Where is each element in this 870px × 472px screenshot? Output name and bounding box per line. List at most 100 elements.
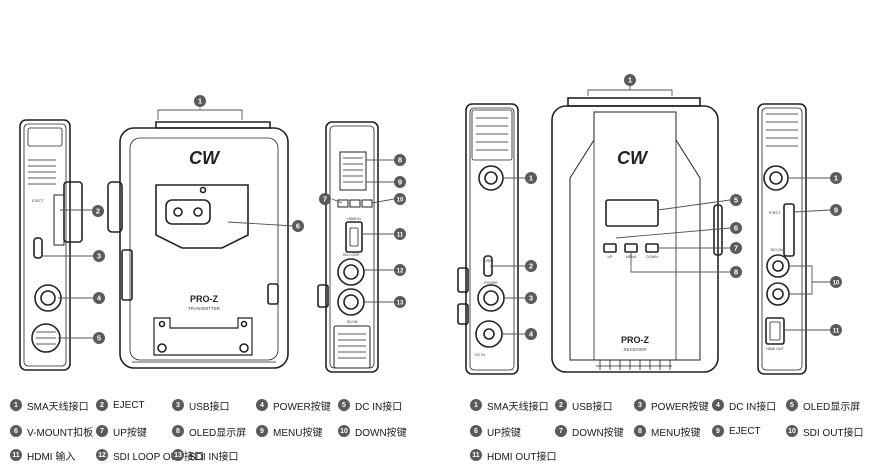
- legend-item: 3 POWER按键: [634, 398, 709, 413]
- rx-front-view: [551, 97, 723, 373]
- callout-badge-bg: [624, 74, 636, 86]
- callout-number: 4: [97, 294, 102, 303]
- legend-number: 12: [96, 449, 108, 461]
- tx-sdi-loop-label: SDI LOOP: [343, 253, 361, 257]
- rx-dc-in-label: DC IN: [475, 353, 485, 357]
- legend-label: OLED显示屏: [803, 401, 861, 413]
- callout-badge-bg: [319, 193, 331, 205]
- tx-sdi-in-label: SDI IN: [347, 320, 358, 324]
- callout-number: 1: [628, 76, 632, 85]
- rx-eject-label: EJECT: [769, 211, 781, 215]
- rx-hdmi-out-label: HDMI OUT: [766, 347, 785, 351]
- callout-number: 11: [833, 329, 840, 335]
- legend-label: SMA天线接口: [27, 401, 89, 413]
- legend-label: POWER按键: [273, 401, 331, 413]
- callout-number: 9: [834, 206, 838, 215]
- callout-number: 12: [397, 269, 404, 275]
- legend-number: 5: [338, 399, 350, 411]
- legend-label: UP按键: [487, 427, 521, 439]
- rx-model-label: PRO-Z: [621, 335, 650, 345]
- legend-item: 13 SDI IN接口: [172, 448, 239, 463]
- callout-number: 5: [97, 334, 101, 343]
- legend-number: 9: [712, 425, 724, 437]
- legend-label: DC IN接口: [355, 401, 403, 413]
- tx-logo: CW: [189, 148, 221, 168]
- callout-number: 3: [529, 294, 533, 303]
- legend-number: 10: [786, 425, 798, 437]
- callout-badge-bg: [730, 266, 742, 278]
- legend-number: 4: [712, 399, 724, 411]
- legend-number: 9: [256, 425, 268, 437]
- callout-number: 3: [97, 252, 101, 261]
- legend-number: 3: [634, 399, 646, 411]
- tx-model-sub: TRANSMITTER: [188, 306, 221, 311]
- callout-badge-bg: [525, 172, 537, 184]
- callout-badge-bg: [394, 296, 406, 308]
- callout-number: 7: [734, 244, 738, 253]
- tx-right-side-view: [317, 121, 379, 373]
- callout-badge-bg: [292, 220, 304, 232]
- legend-number: 13: [172, 449, 184, 461]
- legend-item: 5 DC IN接口: [338, 398, 403, 413]
- callout-number: 13: [397, 301, 404, 307]
- callout-badge-bg: [730, 222, 742, 234]
- callout-badge-bg: [93, 250, 105, 262]
- legend-item: 10 SDI OUT接口: [786, 424, 864, 439]
- legend-label: V-MOUNT扣板: [27, 427, 94, 439]
- legend-label: HDMI 输入: [27, 451, 76, 463]
- callout-number: 1: [198, 97, 202, 106]
- callout-number: 8: [734, 268, 738, 277]
- legend-label: EJECT: [729, 425, 761, 437]
- legend-number: 1: [470, 399, 482, 411]
- legend-label: POWER按键: [651, 401, 709, 413]
- callout-badge-bg: [525, 260, 537, 272]
- legend-label: SDI OUT接口: [803, 427, 864, 439]
- callout-badge-bg: [92, 205, 104, 217]
- legend-item: 9 EJECT: [712, 424, 761, 438]
- rx-down-label: DOWN: [646, 255, 658, 259]
- legend-number: 7: [555, 425, 567, 437]
- legend-item: 5 OLED显示屏: [786, 398, 861, 413]
- tx-eject-label: EJECT: [32, 199, 44, 203]
- legend-number: 11: [10, 449, 22, 461]
- callout-badge-bg: [525, 292, 537, 304]
- tx-front-view: [107, 121, 289, 369]
- callout-number: 2: [96, 207, 100, 216]
- rx-power-label: POWER: [484, 281, 498, 285]
- callout-badge-bg: [394, 154, 406, 166]
- legend-label: DOWN按键: [355, 427, 407, 439]
- callout-badge-bg: [93, 332, 105, 344]
- callout-badge-bg: [93, 292, 105, 304]
- legend-number: 8: [172, 425, 184, 437]
- legend-item: 12 SDI LOOP OUT接口: [96, 448, 204, 463]
- callout-number: 4: [529, 330, 534, 339]
- legend-item: 8 MENU按键: [634, 424, 701, 439]
- legend-number: 3: [172, 399, 184, 411]
- legend-label: HDMI OUT接口: [487, 451, 557, 463]
- callout-badge-bg: [730, 194, 742, 206]
- legend-label: MENU按键: [651, 427, 701, 439]
- legend-number: 8: [634, 425, 646, 437]
- callout-badge-bg: [830, 204, 842, 216]
- rx-left-side-view: [457, 103, 519, 375]
- legend-number: 5: [786, 399, 798, 411]
- callout-number: 10: [833, 281, 840, 287]
- legend-label: SDI IN接口: [189, 451, 239, 463]
- legend-label: SDI LOOP OUT接口: [113, 451, 204, 463]
- callout-number: 11: [397, 233, 404, 239]
- callout-number: 9: [398, 178, 402, 187]
- legend-label: DC IN接口: [729, 401, 777, 413]
- tx-hdmi-in-label: HDMI IN: [347, 217, 361, 221]
- callout-number: 1: [529, 174, 533, 183]
- tx-model-label: PRO-Z: [190, 294, 219, 304]
- legend-item: 11 HDMI 输入: [10, 448, 76, 463]
